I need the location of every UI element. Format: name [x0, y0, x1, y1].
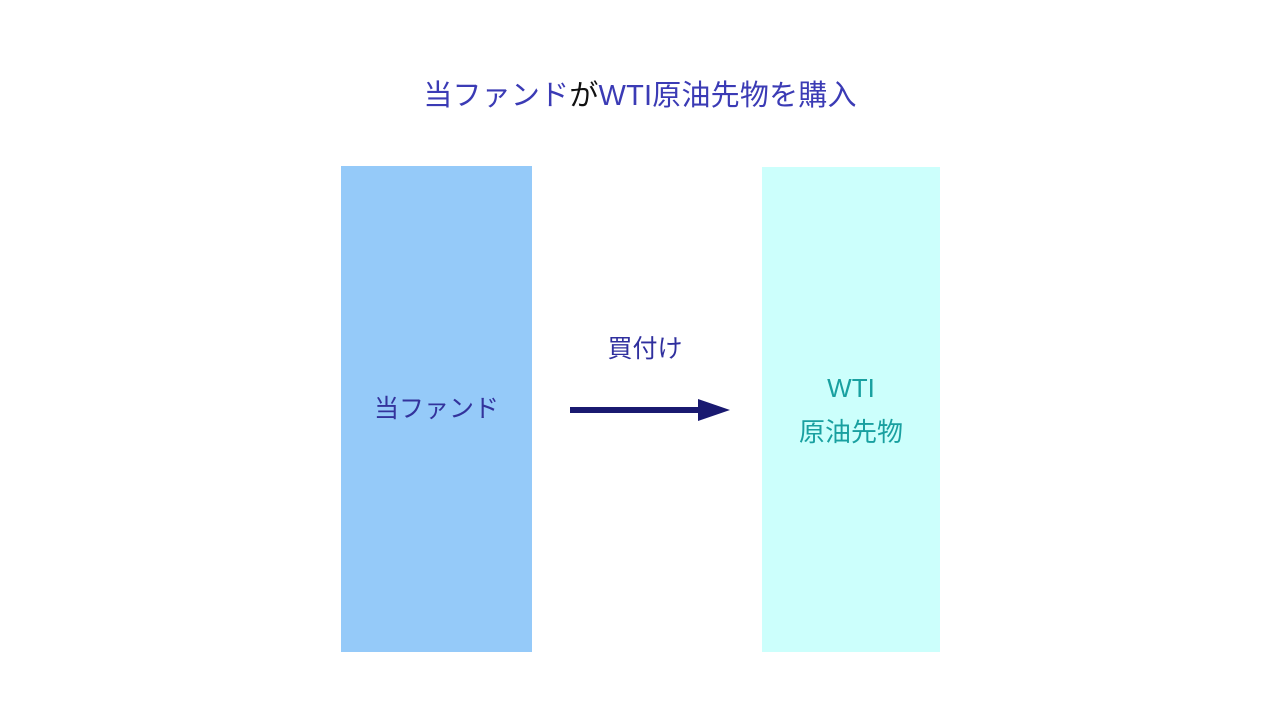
fund-box: 当ファンド [341, 166, 532, 652]
wti-box: WTI 原油先物 [762, 167, 940, 652]
title-segment-particle: が [569, 80, 599, 112]
wti-box-label-line2: 原油先物 [798, 416, 903, 447]
wti-box-label: WTI 原油先物 [799, 366, 903, 454]
fund-box-label: 当ファンド [373, 395, 499, 423]
buy-arrow-label: 買付け [607, 335, 683, 363]
wti-box-label-line1: WTI [827, 372, 875, 403]
page-title: 当ファンドがWTI原油先物を購入 [0, 76, 1280, 116]
title-segment-fund: 当ファンド [423, 80, 570, 112]
right-arrow-icon [570, 399, 730, 421]
title-segment-wti: WTI原油先物を購入 [598, 80, 857, 112]
buy-arrow-group: 買付け [560, 330, 750, 430]
